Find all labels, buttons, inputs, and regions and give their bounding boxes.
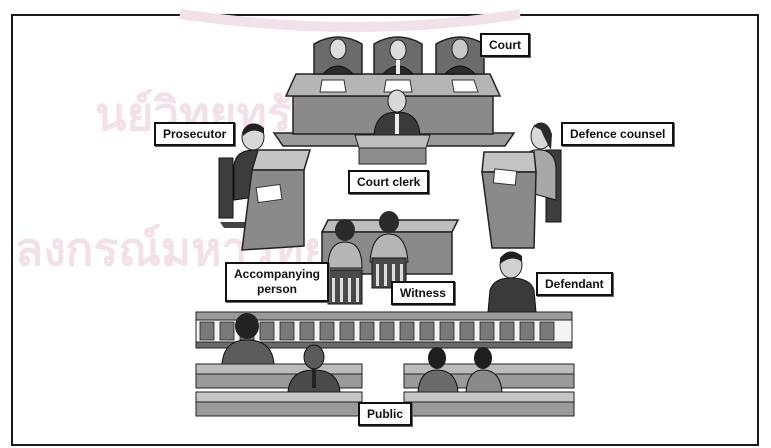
judge-left: [313, 36, 363, 75]
public-benches: [195, 313, 575, 417]
witness-box: [320, 211, 460, 305]
prosecutor-figure: [218, 123, 312, 251]
judge-center: [373, 36, 423, 75]
label-accompanying-person: Accompanying person: [225, 262, 329, 302]
judge-right: [435, 36, 485, 75]
label-court-clerk: Court clerk: [348, 170, 430, 194]
label-prosecutor: Prosecutor: [154, 122, 236, 146]
court-clerk-figure: [354, 89, 431, 165]
defendant-figure: [487, 251, 537, 313]
label-public: Public: [358, 402, 413, 426]
label-witness: Witness: [391, 281, 455, 305]
label-defence-counsel: Defence counsel: [561, 122, 675, 146]
defence-counsel-figure: [481, 122, 562, 249]
watermark-arc: [179, 9, 521, 32]
label-court: Court: [480, 33, 530, 57]
label-defendant: Defendant: [536, 272, 613, 296]
